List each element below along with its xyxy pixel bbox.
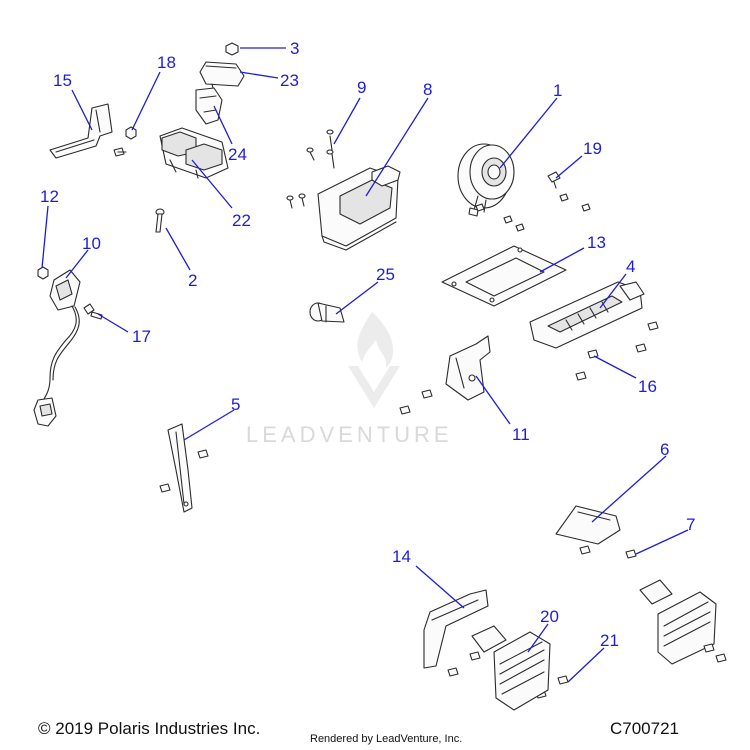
callout-25: 25 [376, 265, 395, 284]
bolt [703, 643, 727, 663]
part-22-relay-module [159, 127, 229, 179]
part-4-fuse-box [529, 281, 645, 349]
callout-8: 8 [423, 80, 432, 99]
part-2-bolt [155, 208, 165, 233]
callout-18: 18 [157, 53, 176, 72]
part-9-screws [286, 129, 335, 209]
callout-5: 5 [231, 395, 240, 414]
callout-4: 4 [626, 257, 635, 276]
callout-16: 16 [638, 377, 657, 396]
part-19-bolt [547, 171, 561, 189]
part-17-bolt [83, 303, 103, 320]
callout-3: 3 [290, 39, 299, 58]
part-23-bracket [199, 61, 245, 93]
bolt [399, 389, 433, 415]
part-15-bracket [49, 103, 113, 159]
callout-23: 23 [280, 71, 299, 90]
copyright-text: © 2019 Polaris Industries Inc. [38, 719, 261, 738]
callout-7: 7 [686, 515, 695, 534]
rendered-by-text: Rendered by LeadVenture, Inc. [310, 733, 463, 745]
callout-19: 19 [583, 139, 602, 158]
watermark-text: LEADVENTURE [246, 422, 453, 447]
part-13-plate [441, 245, 567, 307]
part-18-bolt [125, 126, 137, 140]
bolt [575, 321, 659, 381]
watermark: LEADVENTURE [246, 312, 453, 447]
part-12-nut [37, 266, 49, 280]
bolt [113, 147, 127, 157]
callout-15: 15 [53, 71, 72, 90]
regulator-right [639, 579, 717, 665]
part-10-sensor [33, 269, 81, 427]
callout-12: 12 [40, 187, 59, 206]
watermark-flame-icon [357, 312, 394, 368]
callout-21: 21 [600, 631, 619, 650]
part-6-bracket [555, 505, 621, 545]
part-3-nut [225, 42, 239, 56]
callout-10: 10 [82, 234, 101, 253]
callout-1: 1 [553, 81, 562, 100]
part-24-clip [195, 87, 223, 125]
callout-20: 20 [540, 607, 559, 626]
callout-22: 22 [232, 211, 251, 230]
bolt [475, 193, 591, 232]
part-8-ecu [317, 165, 401, 251]
callout-2: 2 [188, 271, 197, 290]
part-14-bracket [423, 589, 489, 669]
watermark-v-icon [348, 366, 400, 408]
callout-labels: 1 2 3 4 5 6 7 8 9 10 11 12 13 14 15 16 1… [40, 39, 695, 650]
callout-13: 13 [587, 233, 606, 252]
callout-6: 6 [660, 440, 669, 459]
part-11-bracket [445, 335, 491, 401]
part-25-connector [309, 302, 345, 323]
callout-24: 24 [228, 145, 247, 164]
leader-lines [41, 47, 689, 683]
callout-14: 14 [392, 547, 411, 566]
drawing-id: C700721 [610, 719, 680, 738]
part-1-speaker [457, 143, 515, 217]
part-5-bracket [167, 423, 193, 513]
part-20-regulator [471, 625, 551, 711]
bolt [159, 449, 209, 493]
callout-9: 9 [357, 78, 366, 97]
callout-11: 11 [512, 425, 530, 444]
callout-17: 17 [132, 327, 151, 346]
bolt [579, 545, 637, 559]
